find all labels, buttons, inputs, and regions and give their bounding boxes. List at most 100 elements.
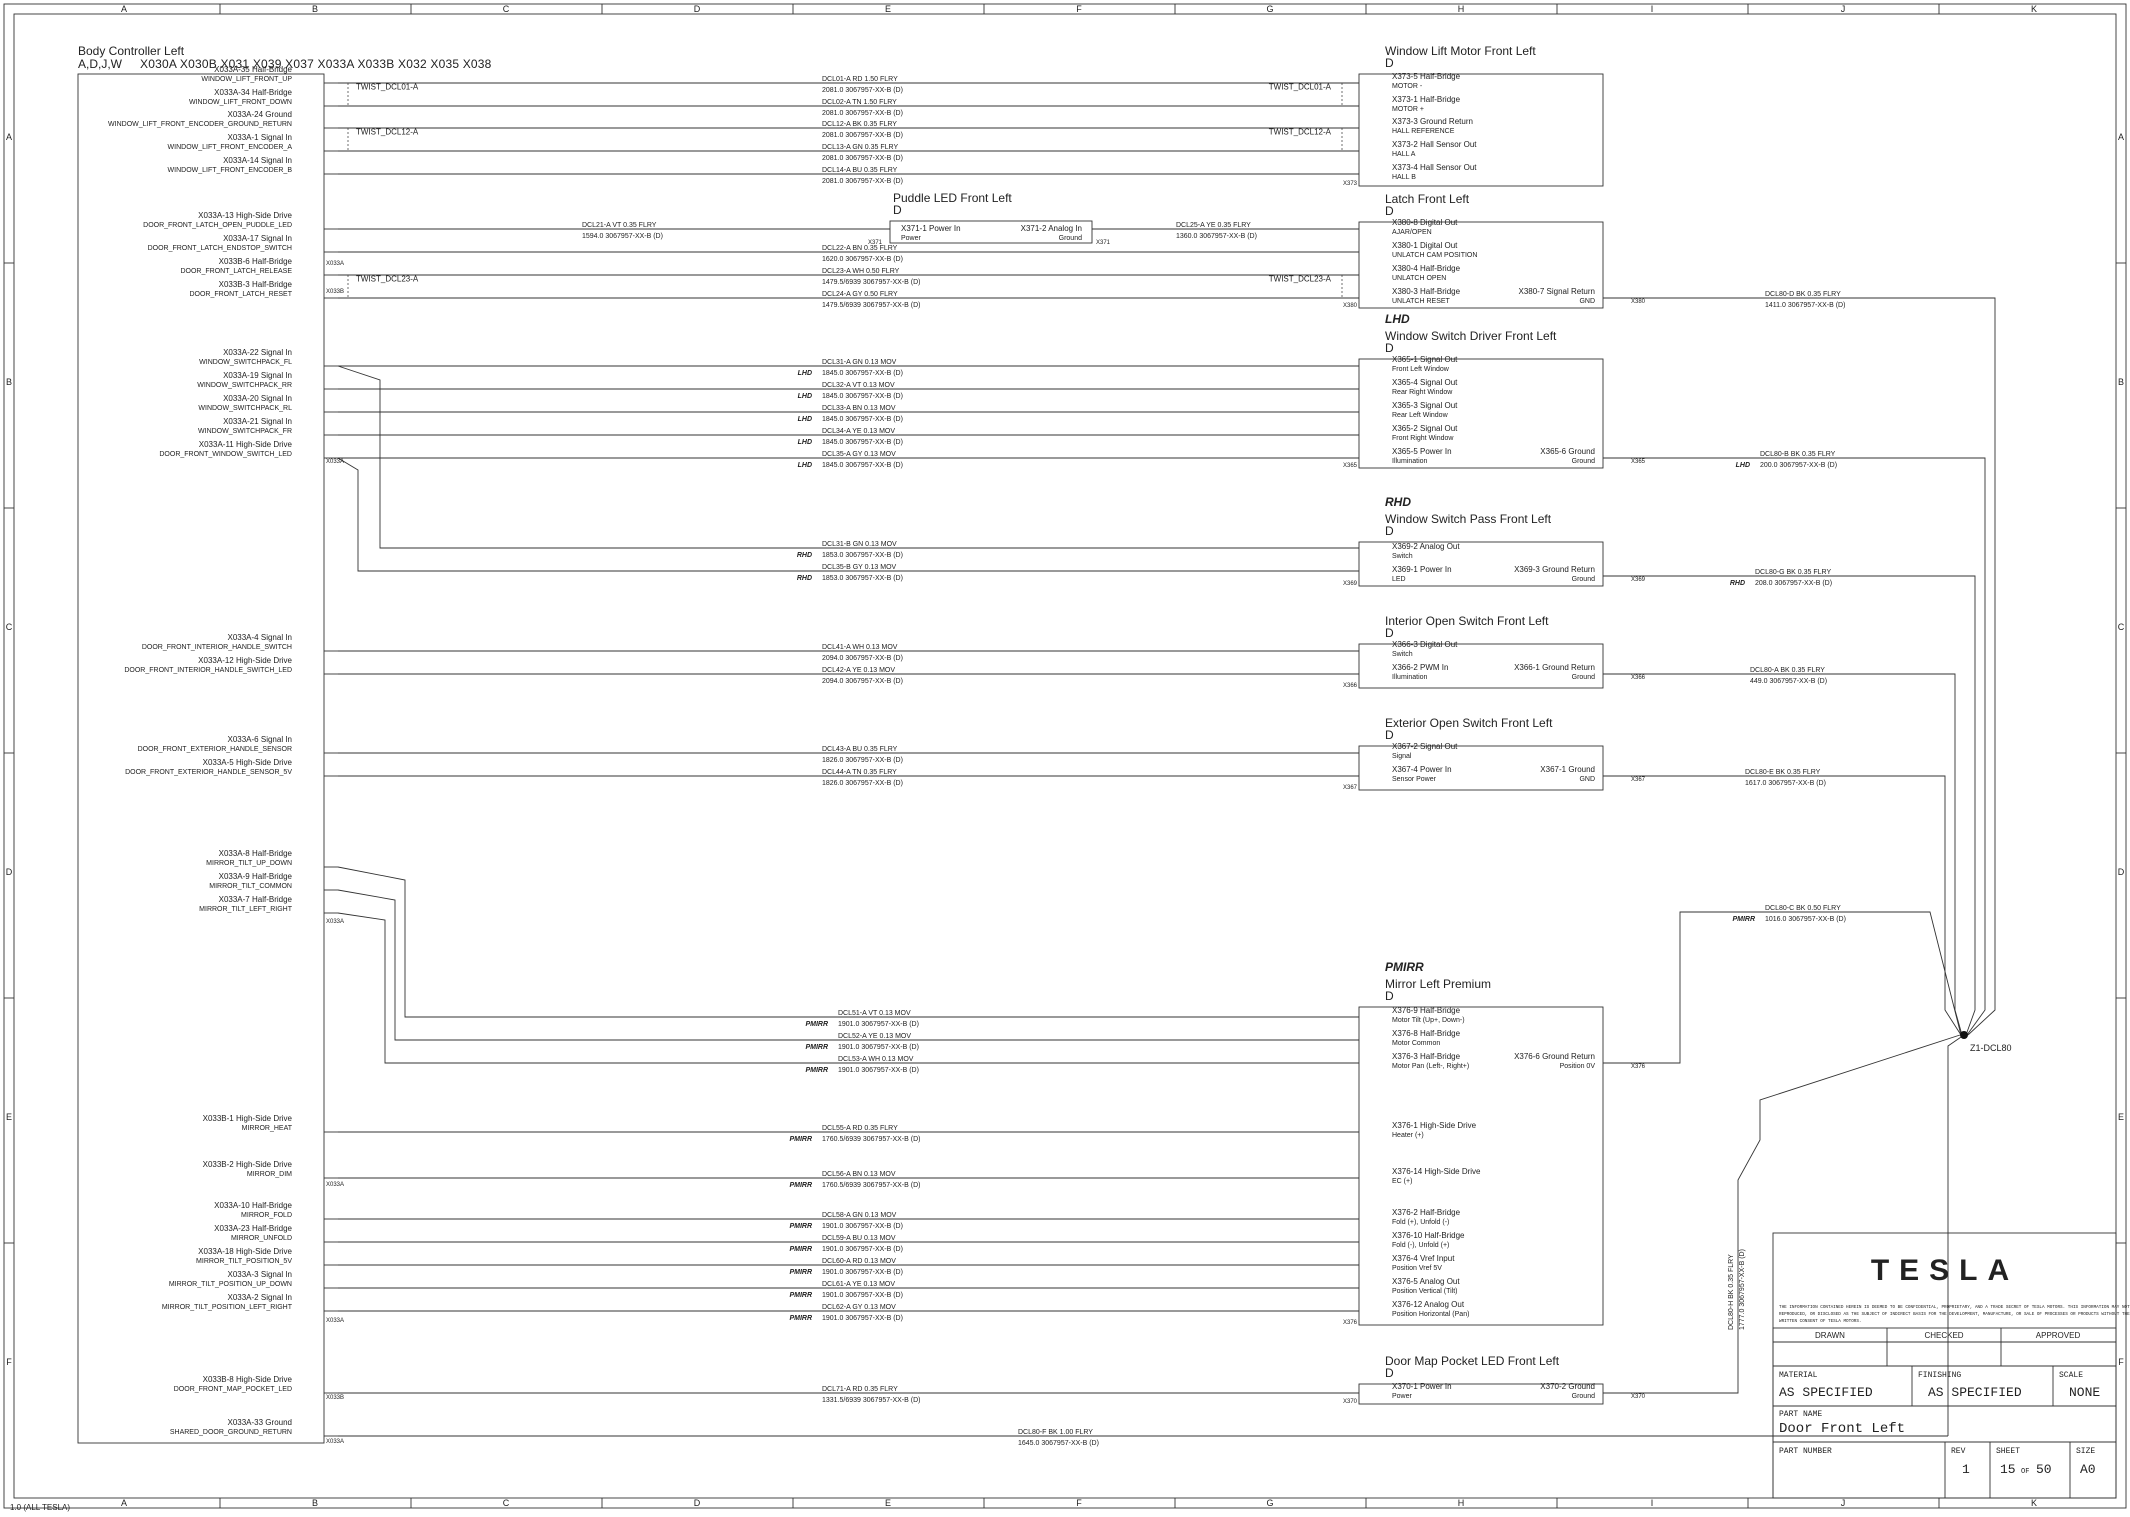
wire-label: DCL61-A YE 0.13 MOV [822, 1281, 895, 1288]
wire-label: DCL56-A BN 0.13 MOV [822, 1171, 896, 1178]
pin-name: X033A-1 Signal In [228, 133, 293, 142]
ground-wire-part-number: 200.0 3067957-XX-B (D) [1760, 462, 1837, 469]
pin-signal: DOOR_FRONT_LATCH_OPEN_PUDDLE_LED [143, 222, 292, 229]
wire-part-number: 1620.0 3067957-XX-B (D) [822, 256, 903, 263]
wire-label: DCL58-A GN 0.13 MOV [822, 1212, 897, 1219]
component-ground-pin: X367-1 Ground [1540, 765, 1595, 774]
wire-label: DCL31-A GN 0.13 MOV [822, 359, 897, 366]
component-pin-function: Motor Pan (Left-, Right+) [1392, 1063, 1469, 1070]
pin-name: X033A-14 Signal In [223, 156, 292, 165]
component-pin-name: X376-4 Vref Input [1392, 1254, 1455, 1263]
component-pin-name: X376-10 Half-Bridge [1392, 1231, 1465, 1240]
component-connector-id: X367 [1631, 777, 1646, 783]
wire-label: DCL32-A VT 0.13 MOV [822, 382, 895, 389]
pin-name: X033A-22 Signal In [223, 348, 292, 357]
component-pin-name: X365-1 Signal Out [1392, 355, 1458, 364]
grid-column-label: H [1458, 4, 1465, 14]
component-ground-function: Ground [1572, 576, 1595, 583]
component-pin-function: Sensor Power [1392, 776, 1437, 783]
controller-variants: A,D,J,W [78, 57, 123, 71]
component-connector-id: X376 [1343, 1320, 1358, 1326]
component-pin-name: X366-3 Digital Out [1392, 640, 1458, 649]
component-box [1358, 221, 1604, 309]
twist-label: TWIST_DCL01-A [1269, 83, 1332, 92]
component-pin-name: X371-1 Power In [901, 224, 961, 233]
part-number-label: PART NUMBER [1779, 1447, 1832, 1456]
component-title: Window Switch Driver Front Left [1385, 329, 1557, 343]
pin-signal: DOOR_FRONT_EXTERIOR_HANDLE_SENSOR [138, 746, 292, 753]
component-pin-name: X376-3 Half-Bridge [1392, 1052, 1461, 1061]
wire-label: DCL42-A YE 0.13 MOV [822, 667, 895, 674]
pin-name: X033A-12 High-Side Drive [198, 656, 292, 665]
wire-variant-tag: PMIRR [789, 1182, 812, 1189]
component-connector-id: X369 [1343, 581, 1358, 587]
wire-label: DCL59-A BU 0.13 MOV [822, 1235, 896, 1242]
pin-name: X033A-8 Half-Bridge [219, 849, 293, 858]
pin-connector-tag: X033A [326, 459, 344, 465]
grid-row-label: E [2118, 1112, 2124, 1122]
component-connector-id: X366 [1631, 675, 1646, 681]
wire-path [337, 457, 1359, 572]
wire-part-number: 1760.5/6939 3067957-XX-B (D) [822, 1136, 920, 1143]
wire-part-number: 1845.0 3067957-XX-B (D) [822, 416, 903, 423]
component-connector-id: X367 [1343, 785, 1358, 791]
component-pin-function: Position Vertical (Tilt) [1392, 1288, 1457, 1295]
ground-wire-label: DCL25-A YE 0.35 FLRY [1176, 222, 1251, 229]
component-pin-name: X380-1 Digital Out [1392, 241, 1458, 250]
component-connector-id: X376 [1631, 1064, 1646, 1070]
pin-signal: MIRROR_FOLD [241, 1212, 292, 1219]
material-value: AS SPECIFIED [1779, 1385, 1873, 1400]
wire-variant-tag: RHD [797, 552, 812, 559]
revision-stamp: 1.0 (ALL TESLA) [10, 1503, 70, 1512]
pin-signal: MIRROR_UNFOLD [231, 1235, 292, 1242]
pin-signal: WINDOW_LIFT_FRONT_ENCODER_B [168, 167, 293, 174]
wire-path [337, 866, 1359, 1018]
component-connector-id: X365 [1343, 463, 1358, 469]
pin-name: X033B-2 High-Side Drive [203, 1160, 293, 1169]
wire-variant-tag: LHD [1736, 462, 1750, 469]
component-pin-function: Power [1392, 1393, 1413, 1400]
component-connector-id: X366 [1343, 683, 1358, 689]
component-variant: D [1385, 1366, 1394, 1380]
component-pin-function: Illumination [1392, 674, 1428, 681]
component-ground-function: GND [1579, 776, 1595, 783]
wire-part-number: 1826.0 3067957-XX-B (D) [822, 757, 903, 764]
wire-label: DCL71-A RD 0.35 FLRY [822, 1386, 898, 1393]
pin-name: X033A-7 Half-Bridge [219, 895, 293, 904]
wire-label: DCL62-A GY 0.13 MOV [822, 1304, 896, 1311]
wire-label: DCL21-A VT 0.35 FLRY [582, 222, 657, 229]
pin-name: X033A-3 Signal In [228, 1270, 293, 1279]
component-pin-name: X365-2 Signal Out [1392, 424, 1458, 433]
component-variant: D [1385, 626, 1394, 640]
component-pin-function: Signal [1392, 753, 1412, 760]
variant-tag: LHD [1385, 312, 1410, 326]
ground-wire-label: DCL80-C BK 0.50 FLRY [1765, 905, 1841, 912]
pin-connector-tag: X033A [326, 919, 344, 925]
component-pin-function: Switch [1392, 651, 1413, 658]
pin-name: X033B-3 Half-Bridge [219, 280, 293, 289]
pin-signal: WINDOW_LIFT_FRONT_ENCODER_A [168, 144, 293, 151]
grid-row-label: F [6, 1357, 12, 1367]
wire-variant-tag: PMIRR [1732, 916, 1755, 923]
pin-name: X033B-1 High-Side Drive [203, 1114, 293, 1123]
wire-part-number: 1901.0 3067957-XX-B (D) [822, 1315, 903, 1322]
component-box [889, 220, 1093, 244]
wire-variant-tag: PMIRR [805, 1067, 828, 1074]
pin-name: X033A-23 Half-Bridge [214, 1224, 292, 1233]
wire-variant-tag: PMIRR [789, 1315, 812, 1322]
wire-label: DCL35-A GY 0.13 MOV [822, 451, 896, 458]
pin-connector-tag: X033B [326, 289, 344, 295]
wire-part-number: 1901.0 3067957-XX-B (D) [838, 1044, 919, 1051]
pin-signal: WINDOW_LIFT_FRONT_DOWN [189, 99, 292, 106]
wire-label: DCL55-A RD 0.35 FLRY [822, 1125, 898, 1132]
pin-name: X033A-34 Half-Bridge [214, 88, 292, 97]
grid-column-label: D [694, 4, 701, 14]
component-ground-function: GND [1579, 298, 1595, 305]
pin-signal: MIRROR_TILT_LEFT_RIGHT [199, 906, 293, 913]
component-pin-function: Heater (+) [1392, 1132, 1424, 1139]
controller-title: Body Controller Left [78, 44, 185, 58]
grid-column-label: J [1841, 1498, 1846, 1508]
wire-variant-tag: PMIRR [789, 1136, 812, 1143]
twist-label: TWIST_DCL01-A [356, 83, 419, 92]
ground-wire-label: DCL80-D BK 0.35 FLRY [1765, 291, 1841, 298]
